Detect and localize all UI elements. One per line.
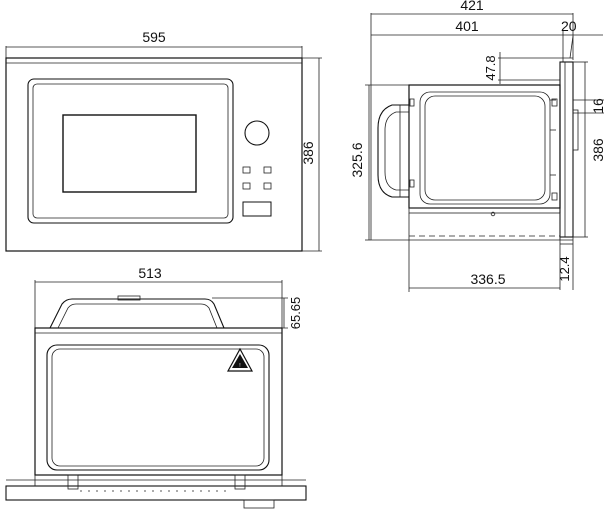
side-height-dimension: 386 (573, 61, 606, 238)
side-body-depth-label: 401 (455, 18, 479, 34)
front-outer-frame (5, 57, 303, 252)
top-body (34, 327, 283, 476)
front-height-dimension: 386 (300, 57, 322, 252)
front-view: 595 386 (5, 29, 322, 252)
top-front-frame (5, 485, 307, 501)
front-width-label: 595 (142, 29, 166, 45)
side-total-depth-label: 421 (460, 0, 484, 13)
side-door-handle (572, 109, 579, 151)
side-view: 421 401 20 47.8 (349, 0, 606, 292)
top-view: 513 65.65 ! (5, 265, 307, 509)
side-body-depth-dimension: 401 (371, 18, 564, 62)
front-window (62, 114, 197, 193)
side-frame-depth-dimension: 20 (561, 18, 603, 59)
side-bottom-offset-dimension: 12.4 (557, 236, 574, 290)
front-door (27, 78, 234, 224)
front-width-dimension: 595 (5, 29, 303, 58)
top-inner-panel (46, 344, 270, 471)
side-frame-depth-label: 20 (561, 18, 577, 34)
hot-surface-warning-icon: ! (226, 347, 254, 372)
control-buttons (242, 166, 272, 217)
side-frame-thickness-label: 16 (590, 98, 606, 114)
side-body (408, 84, 561, 209)
svg-text:!: ! (239, 363, 240, 369)
side-frame-thickness-dimension: 16 (573, 98, 606, 114)
door-release-button (242, 201, 272, 217)
top-door-handle (243, 499, 275, 509)
side-front-frame (559, 61, 574, 238)
side-inner-height-label: 325.6 (349, 142, 365, 177)
top-offset-label: 65.65 (288, 297, 303, 330)
top-width-label: 513 (138, 265, 162, 281)
front-height-label: 386 (300, 141, 316, 165)
top-rear-handle (49, 298, 225, 329)
side-body-length-label: 336.5 (470, 271, 505, 287)
side-bottom-offset-label: 12.4 (557, 256, 572, 281)
top-offset-dimension: 65.65 (212, 297, 303, 330)
control-button (263, 166, 272, 174)
side-body-length-dimension: 336.5 (408, 240, 560, 292)
control-button (242, 166, 251, 174)
side-height-label: 386 (590, 138, 606, 162)
side-inner-height-dimension: 325.6 (349, 84, 409, 241)
control-knob-icon (244, 120, 270, 146)
top-width-dimension: 513 (34, 265, 283, 330)
side-rear-handle (377, 104, 409, 198)
control-button (242, 182, 251, 190)
side-top-offset-dimension: 47.8 (483, 52, 573, 84)
control-button (263, 182, 272, 190)
side-top-offset-label: 47.8 (483, 55, 498, 80)
